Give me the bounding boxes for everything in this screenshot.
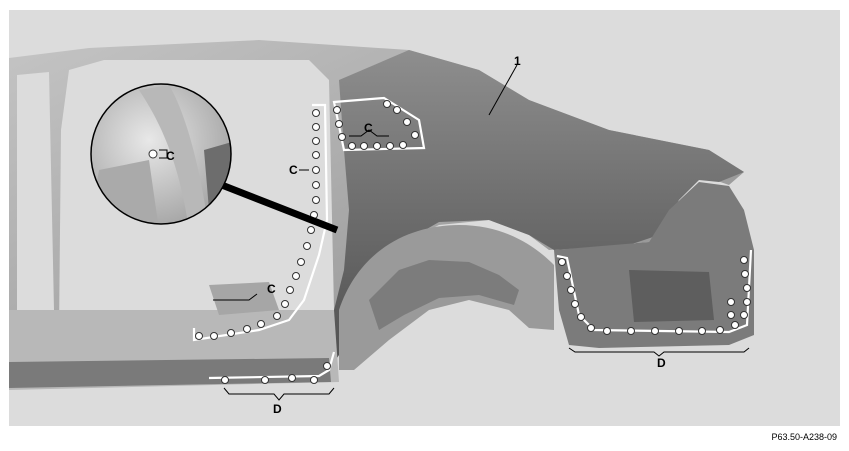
callout-brackets — [213, 64, 750, 401]
callout-c-pillar: C — [289, 163, 298, 177]
weld-points — [195, 100, 751, 384]
detail-magnifier — [90, 83, 339, 234]
callout-c-window: C — [364, 121, 373, 135]
figure-code: P63.50-A238-09 — [771, 432, 837, 442]
callout-d-rear: D — [657, 356, 666, 370]
callout-1: 1 — [514, 54, 521, 68]
callout-c-detail: C — [166, 149, 175, 163]
callout-c-lower: C — [267, 282, 276, 296]
body-diagram: 1 C C C C D D — [9, 10, 840, 426]
callout-d-sill: D — [273, 402, 282, 416]
side-panel — [9, 40, 754, 390]
